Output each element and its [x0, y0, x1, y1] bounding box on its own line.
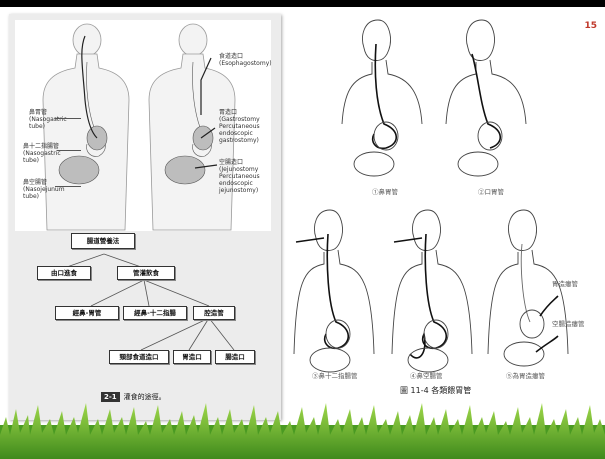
tree-naso-gastric: 經鼻-胃管	[55, 306, 119, 320]
tree-jejunostomy: 腸造口	[215, 350, 255, 364]
tree-esophagostomy: 頸部食道造口	[109, 350, 169, 364]
sketch-3	[294, 210, 374, 372]
sketch-label-1: ①鼻胃管	[372, 186, 398, 196]
tree-root-enteral-nutrition: 腸道營養法	[71, 233, 135, 249]
tree-gastrostomy: 胃造口	[173, 350, 211, 364]
sketch-label-2: ②口胃管	[478, 186, 504, 196]
grass-decoration	[0, 395, 605, 459]
top-black-bar	[0, 0, 605, 7]
feeding-tube-sketches	[290, 14, 600, 394]
sketch-2	[446, 20, 526, 176]
sketch-label-3: ③鼻十二指腸管	[312, 370, 358, 380]
tree-naso-duodenal: 經鼻-十二指腸	[123, 306, 187, 320]
feeding-routes-figure: 鼻胃管 (Nasogastric tube) 鼻十二指腸管 (Nasogastr…	[9, 14, 281, 420]
sketch-label-5: ⑤為胃造瘻管	[506, 370, 545, 380]
tree-tube-feeding: 管灌飲食	[117, 266, 175, 280]
side-label-gastrostomy-tube: 胃造瘻管	[552, 278, 578, 288]
tree-ostomy: 腔造管	[193, 306, 235, 320]
tree-oral-intake: 由口進食	[37, 266, 91, 280]
sketch-5	[488, 210, 568, 366]
side-label-jejunostomy-tube: 空腸造瘻管	[552, 318, 585, 328]
sketch-label-4: ④鼻空腸管	[410, 370, 443, 380]
sketch-4	[392, 210, 472, 372]
sketch-1	[342, 20, 422, 176]
